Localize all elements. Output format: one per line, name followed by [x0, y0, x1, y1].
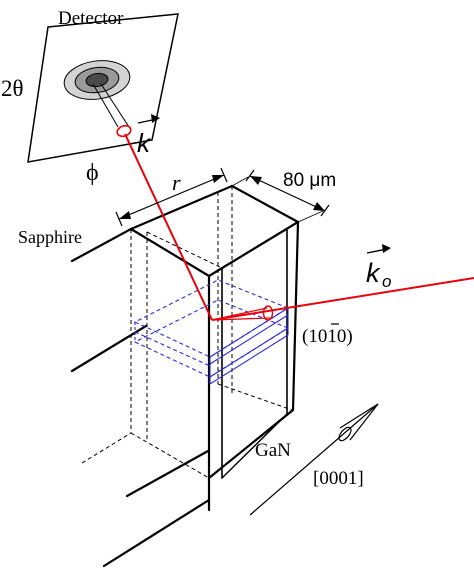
width-arrow-right — [313, 202, 325, 211]
width-tick-left — [245, 169, 255, 182]
direction-cone-ring — [338, 426, 352, 442]
gan-label: GaN — [255, 440, 291, 461]
sapphire-lower-edge — [125, 449, 210, 498]
block-bottom-inner-edge — [221, 413, 288, 479]
sapphire-label: Sapphire — [18, 227, 82, 247]
block-top-step — [208, 267, 223, 277]
k-vector-label: k — [137, 114, 160, 158]
plane-lower — [133, 299, 290, 378]
xray-beams — [116, 124, 474, 321]
block-top-left-edge — [129, 227, 211, 278]
plane-mid-dashed — [134, 331, 211, 367]
direction-label: [0001] — [313, 468, 364, 489]
plane-index-text: (1010) — [302, 326, 353, 347]
width-dimension-line — [249, 175, 326, 212]
sample-cone-lower — [211, 317, 271, 321]
r-arrow-right — [212, 175, 224, 183]
plane-index-bar-digit: 1 — [327, 326, 337, 347]
plane-index-end: 0) — [337, 326, 353, 347]
direction-cone-lower — [349, 403, 379, 441]
dimensions — [115, 167, 330, 227]
k-vector-arrowhead — [151, 114, 160, 123]
width-label: 80 μm — [283, 170, 336, 191]
hidden-bottom-diagonal — [130, 432, 210, 479]
r-arrow-left — [119, 211, 131, 219]
hidden-bottom-left — [81, 432, 132, 464]
sample-block — [70, 184, 300, 568]
k0-label: k — [366, 258, 381, 288]
lattice-planes — [133, 279, 290, 385]
plane-index-start: (10 — [302, 326, 327, 347]
r-label: r — [172, 170, 181, 195]
two-theta-label: 2θ — [1, 76, 24, 101]
detector-cone-ring — [116, 124, 132, 138]
detector: Detector 2θ ϕ — [1, 8, 179, 186]
width-arrow-left — [250, 176, 262, 185]
plane-upper — [133, 279, 290, 358]
detector-label: Detector — [58, 8, 124, 29]
hidden-edges — [81, 186, 293, 479]
plane-index-label: (1010) — [302, 323, 353, 347]
direction-arrow-shaft — [249, 403, 379, 516]
block-top-right-edge — [230, 184, 300, 224]
phi-label: ϕ — [86, 160, 99, 186]
width-tick-right — [320, 204, 330, 217]
detector-cone-edge-left — [92, 83, 119, 128]
k0-vector-label: k o — [366, 244, 391, 291]
sapphire-mid-edge — [70, 324, 148, 373]
r-dimension-line — [118, 174, 225, 220]
diffraction-spot-inner — [85, 72, 109, 88]
incident-beam — [211, 277, 474, 321]
k0-subscript: o — [382, 272, 391, 291]
direction-cone-upper — [339, 403, 379, 429]
direction-arrow — [249, 403, 379, 516]
width-extension-2 — [297, 210, 324, 223]
width-extension-1 — [231, 176, 249, 187]
plane-front-edge-2 — [209, 314, 289, 365]
k0-vector-arrowhead — [382, 244, 391, 253]
block-front-right-vertical — [291, 220, 300, 412]
diffracted-beam — [124, 133, 213, 321]
detector-cone-edge-right — [100, 83, 132, 131]
sample-cone-ring — [262, 305, 274, 321]
plane-front-edge-1 — [209, 307, 289, 358]
plane-front-edge-4 — [209, 334, 289, 385]
k-label: k — [137, 128, 152, 158]
sapphire-bottom-edge — [102, 498, 211, 568]
sample-cone-upper — [211, 307, 268, 321]
sapphire-top-edge — [70, 184, 234, 263]
plane-front-edge-3 — [209, 327, 289, 378]
block-top-front-edge — [207, 220, 300, 278]
hidden-bottom-back — [217, 383, 293, 411]
